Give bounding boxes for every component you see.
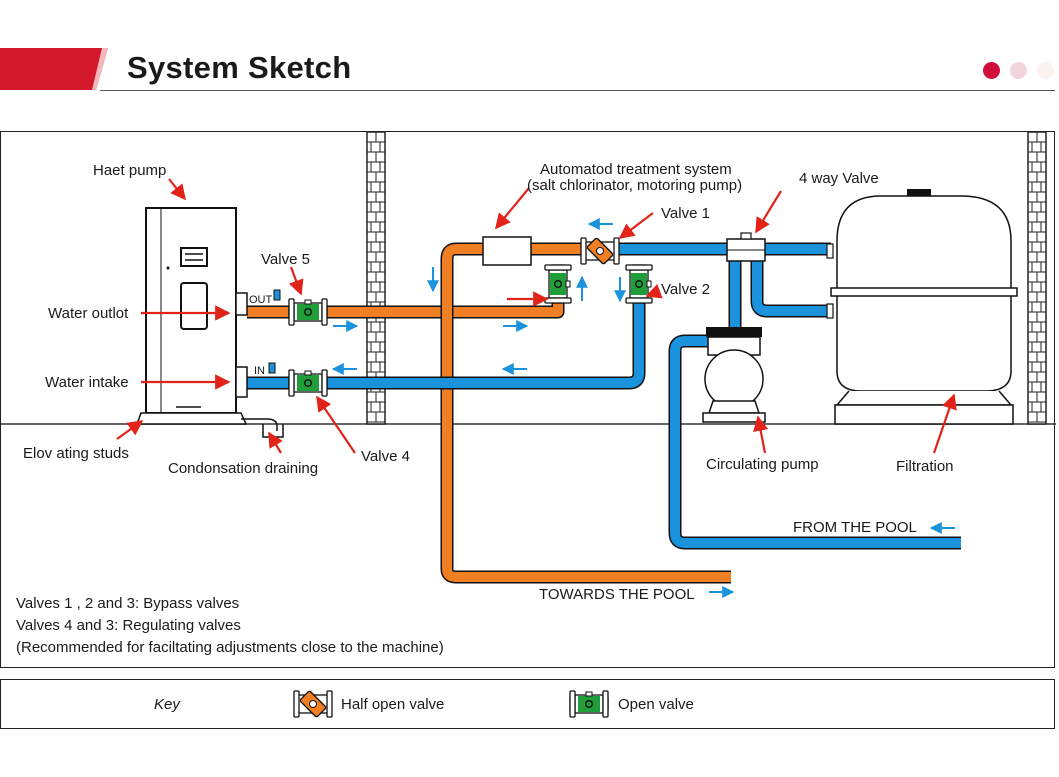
label-filtration: Filtration: [896, 458, 954, 475]
label-towards-pool: TOWARDS THE POOL: [539, 586, 695, 603]
half-open-valve-icon: [293, 690, 333, 718]
label-four-way-valve: 4 way Valve: [799, 170, 879, 187]
label-treatment-line1: Automatod treatment system: [540, 161, 732, 178]
page-title: System Sketch: [127, 50, 352, 85]
label-condensation: Condonsation draining: [168, 460, 318, 477]
legend-key: Key Half open valve Open valve: [0, 679, 1055, 729]
filtration-tank: [826, 189, 1018, 425]
label-from-pool: FROM THE POOL: [793, 519, 917, 536]
label-valve-2: Valve 2: [661, 281, 710, 298]
pager-dot-2[interactable]: [1010, 62, 1027, 79]
label-water-intake: Water intake: [45, 374, 129, 391]
key-title: Key: [154, 696, 180, 713]
pointer-arrows: [116, 178, 957, 454]
heat-pump-unit: [135, 207, 284, 438]
key-half-open-label: Half open valve: [341, 696, 445, 713]
pager-dot-3[interactable]: [1037, 62, 1054, 79]
circulating-pump: [702, 327, 766, 423]
out-tag: OUT: [249, 294, 273, 306]
treatment-system-box: [482, 236, 532, 266]
header-divider: [100, 90, 1055, 91]
brick-wall-left: [366, 132, 386, 425]
hot-pipe-network: [247, 242, 731, 584]
four-way-valve[interactable]: [726, 232, 766, 262]
label-elevating-studs: Elov ating studs: [23, 445, 129, 462]
note-regulating-valves: Valves 4 and 3: Regulating valves: [16, 617, 241, 634]
in-tag-marker: [268, 362, 276, 374]
label-circulating-pump: Circulating pump: [706, 456, 819, 473]
note-recommendation: (Recommended for faciltating adjustments…: [16, 639, 444, 656]
label-valve-1: Valve 1: [661, 205, 710, 222]
in-tag: IN: [254, 365, 265, 377]
slide-header: System Sketch: [0, 0, 1059, 100]
label-water-outlet: Water outlot: [48, 305, 129, 322]
header-accent-band: [0, 48, 108, 90]
valve-4-open-valve-icon[interactable]: [288, 369, 328, 397]
valve-5-open-valve-icon[interactable]: [288, 298, 328, 326]
label-valve-5: Valve 5: [261, 251, 310, 268]
flow-arrows: [331, 218, 955, 598]
note-bypass-valves: Valves 1 , 2 and 3: Bypass valves: [16, 595, 240, 612]
system-diagram: OUT IN: [0, 131, 1056, 668]
valve-2-open-valve-icon[interactable]: [625, 264, 653, 304]
cold-pipe-network: [247, 242, 961, 550]
pager-dot-1[interactable]: [983, 62, 1000, 79]
brick-wall-right: [1027, 132, 1047, 425]
valve-1-half-open-valve-icon[interactable]: [580, 237, 620, 265]
label-treatment-line2: (salt chlorinator, motoring pump): [527, 177, 742, 194]
valve-3-open-valve-icon[interactable]: [544, 264, 572, 304]
key-open-label: Open valve: [618, 696, 694, 713]
diagram-canvas: OUT IN: [1, 132, 1056, 603]
label-heat-pump: Haet pump: [93, 162, 166, 179]
label-valve-4: Valve 4: [361, 448, 410, 465]
open-valve-icon: [569, 690, 609, 718]
out-tag-marker: [273, 289, 281, 301]
